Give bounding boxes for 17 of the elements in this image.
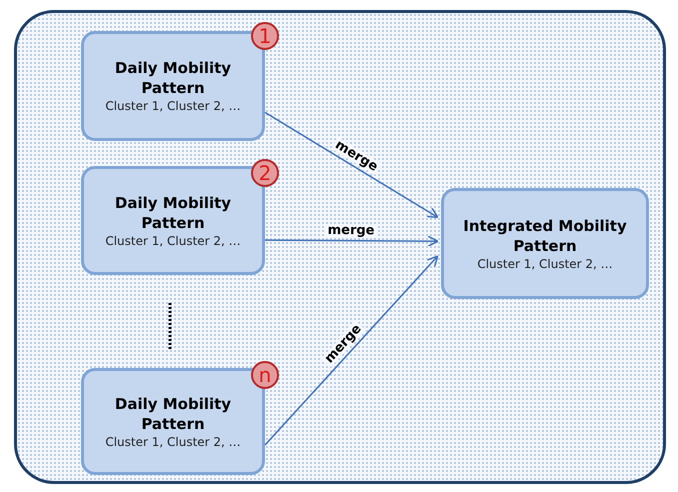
edge-label: merge (326, 224, 377, 237)
box-title: Daily Mobility Pattern (114, 58, 232, 98)
box-subtitle: Cluster 1, Cluster 2, … (105, 434, 241, 450)
arrow (265, 235, 439, 247)
box-title: Daily Mobility Pattern (114, 394, 232, 434)
panel-background (14, 10, 666, 484)
number-badge: 2 (251, 159, 279, 187)
number-badge: n (251, 361, 279, 389)
arrow (264, 255, 438, 446)
box-title: Integrated Mobility Pattern (462, 216, 628, 256)
box-subtitle: Cluster 1, Cluster 2, … (105, 98, 241, 114)
number-badge: 1 (251, 22, 279, 50)
box-title: Daily Mobility Pattern (114, 192, 232, 232)
box-subtitle: Cluster 1, Cluster 2, … (105, 232, 241, 248)
arrow (264, 112, 439, 218)
pattern-box (441, 188, 649, 299)
box-subtitle: Cluster 1, Cluster 2, … (477, 256, 613, 272)
